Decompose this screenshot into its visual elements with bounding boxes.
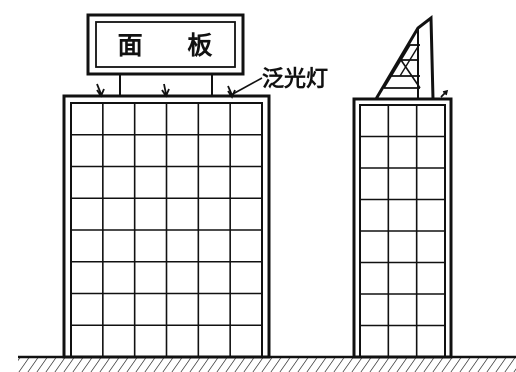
left-building-window-grid [71,103,262,357]
floodlight-marker [96,83,105,98]
panel-supports [119,74,213,96]
floodlight-marker [227,85,236,99]
rooftop-triangular-sign [374,15,435,100]
right-building [352,97,453,359]
floodlight-marker [161,83,170,98]
floodlight-markers-left [96,83,236,99]
left-building [62,94,271,359]
panel-label: 面 板 [118,31,231,60]
floodlight-marker-right [440,89,449,98]
panel-sign-inner [95,21,236,68]
right-building-outer [352,97,453,359]
panel-sign-outer [86,13,245,76]
floodlight-label: 泛光灯 [262,67,328,92]
right-building-window-grid [360,105,445,357]
floodlight-leader-line [230,77,263,96]
ground [18,355,516,372]
panel-sign: 面 板 [86,13,245,76]
